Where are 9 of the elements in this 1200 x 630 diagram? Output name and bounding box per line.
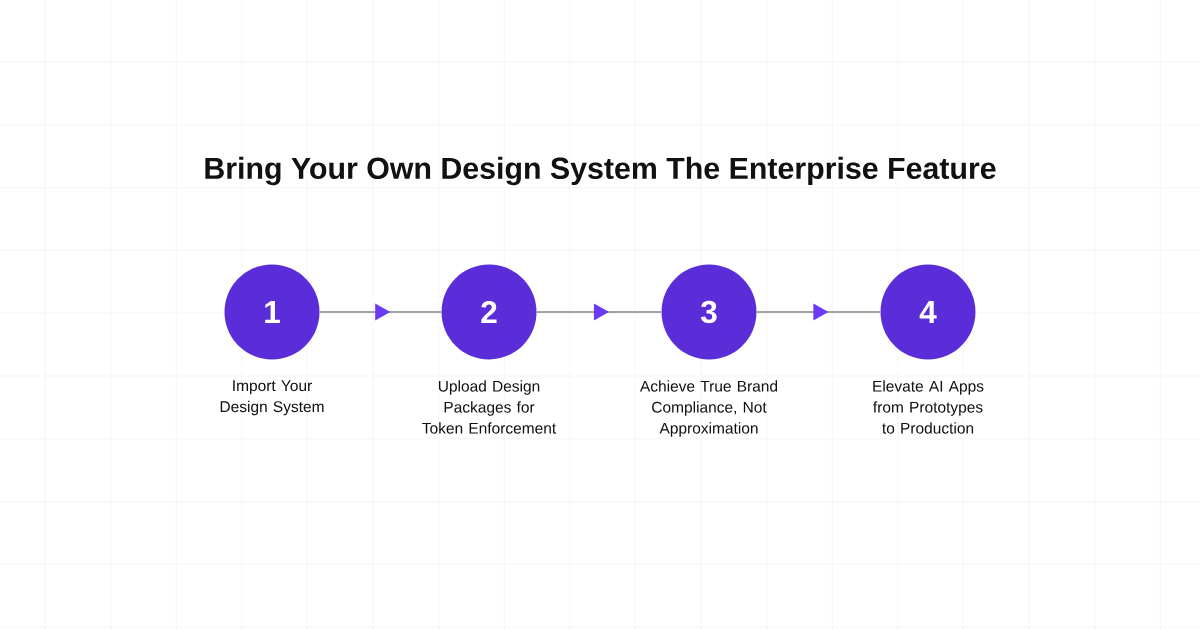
step-number: 1 — [265, 301, 280, 323]
step-caption: Achieve True Brand Compliance, Not Approximation — [639, 380, 778, 437]
step-number: 4 — [919, 301, 937, 323]
step-caption: Elevate AI Apps from Prototypes to Production — [873, 380, 984, 434]
step-number: 3 — [700, 300, 717, 324]
step-number: 2 — [481, 300, 497, 324]
step-caption: Import Your Design System — [220, 380, 324, 416]
title: Bring Your Own Design System The Enterprise Feature — [205, 156, 996, 186]
step-caption: Upload Design Packages for Token Enforcement — [422, 380, 557, 434]
